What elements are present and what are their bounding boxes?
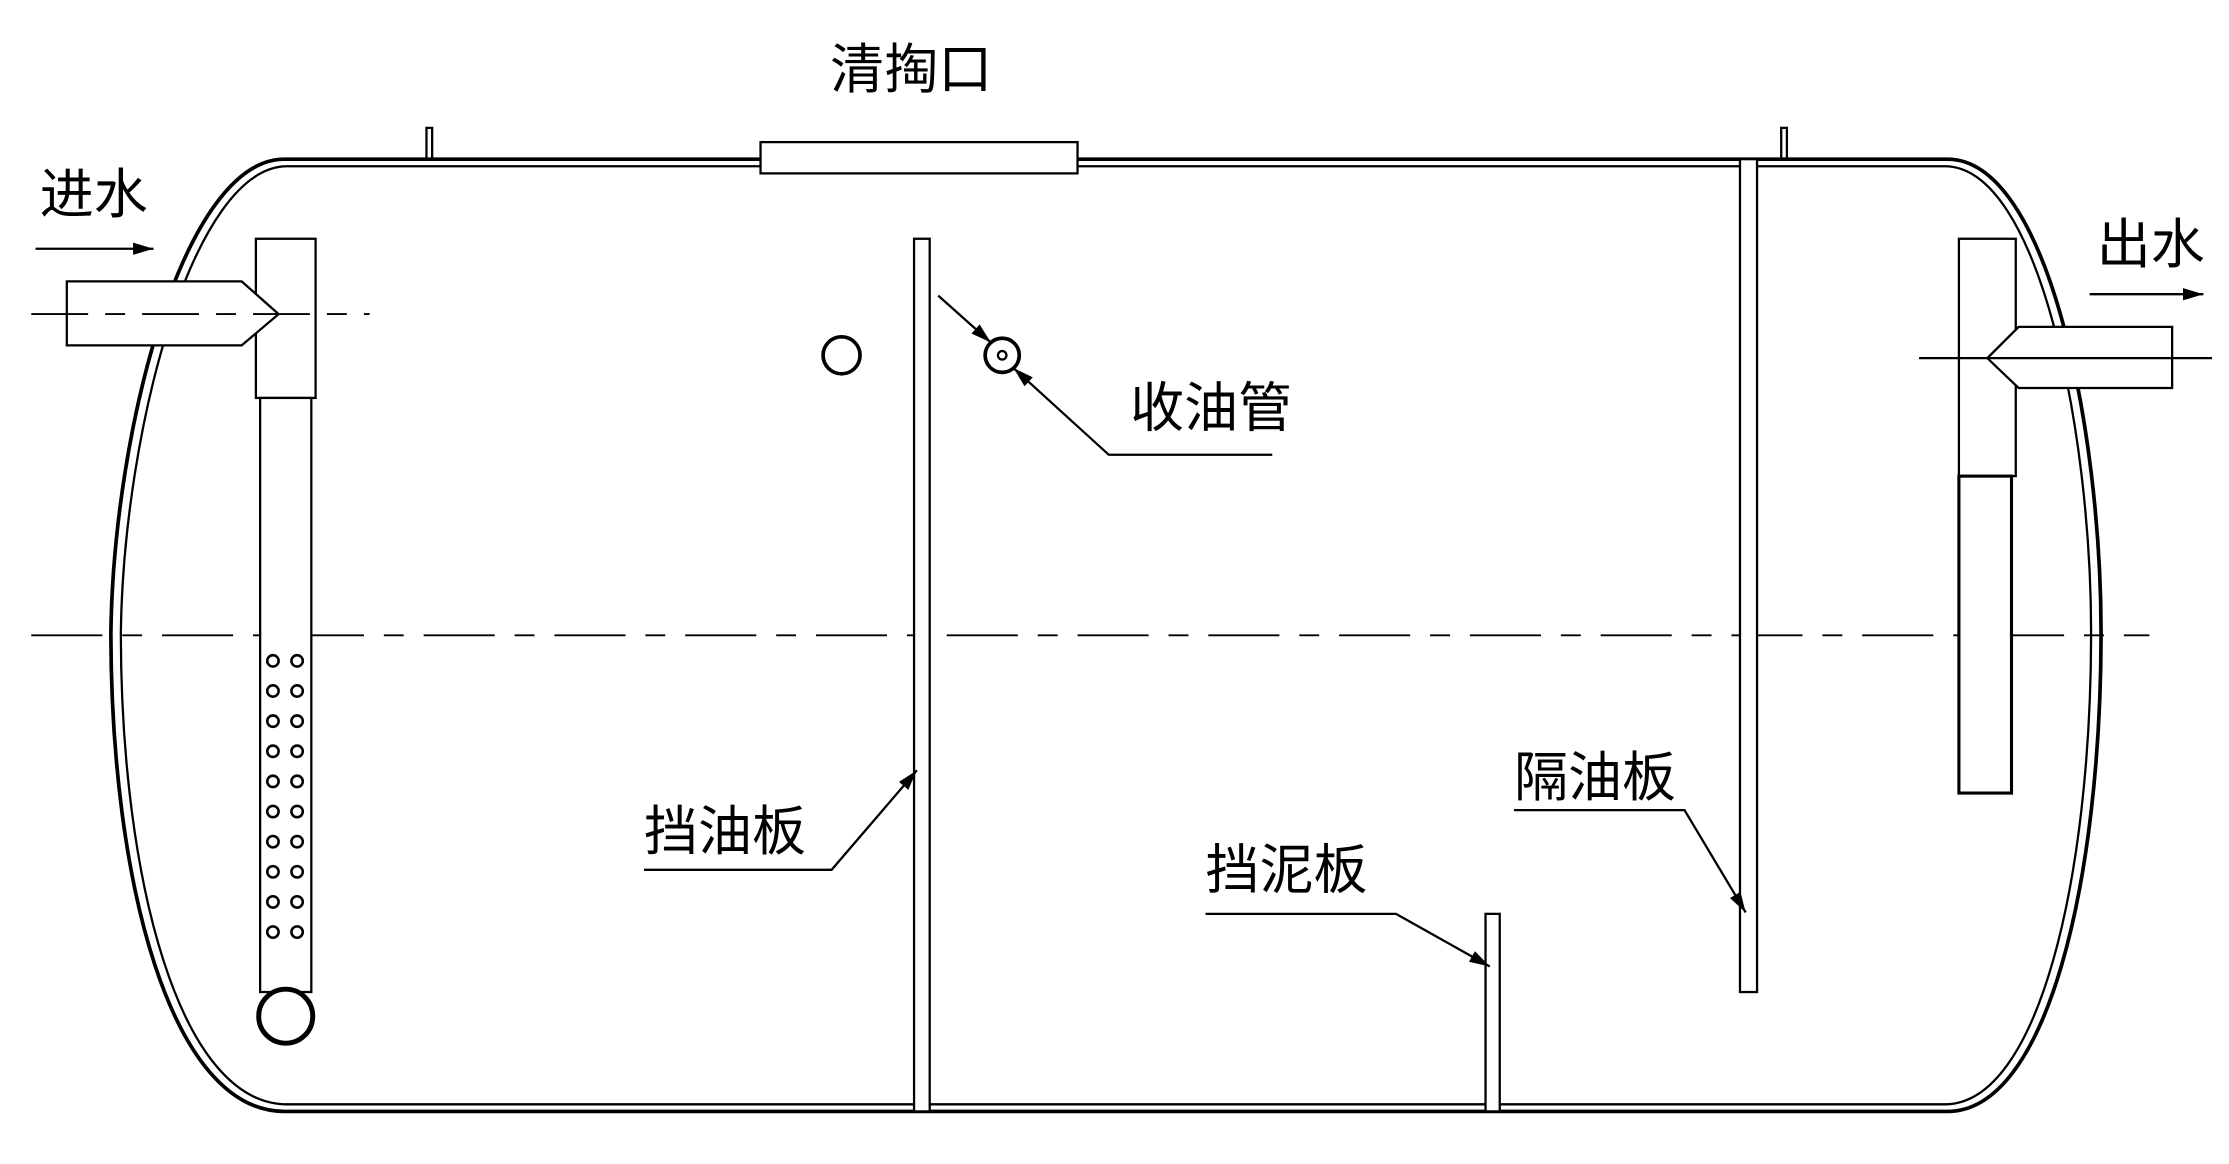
lifting-lug-right bbox=[1780, 126, 1789, 160]
tank-shell bbox=[109, 157, 2103, 1114]
perforation-hole bbox=[265, 834, 280, 849]
perforation-hole bbox=[290, 864, 305, 879]
perforation-hole bbox=[290, 925, 305, 940]
pipe-dim-arrow bbox=[937, 294, 992, 344]
perforation-hole bbox=[290, 684, 305, 698]
oil-collection-pipe-center bbox=[996, 349, 1008, 361]
oil-baffle-label: 挡油板 bbox=[644, 800, 806, 863]
oil-collection-pipe bbox=[983, 336, 1022, 375]
oil-collection-pipe-label: 收油管 bbox=[1130, 376, 1292, 439]
perforation-hole bbox=[290, 774, 305, 789]
perforation-hole bbox=[290, 744, 305, 759]
cleanout-opening bbox=[759, 140, 1079, 175]
pipe-opening-circle bbox=[821, 334, 862, 376]
perforation-hole bbox=[265, 744, 280, 759]
cleanout-label: 清掏口 bbox=[830, 38, 992, 101]
outlet-downpipe bbox=[1957, 474, 2014, 795]
perforation-hole bbox=[265, 774, 280, 789]
perforation-hole bbox=[265, 684, 280, 698]
oil-collection-pipe-leader bbox=[1012, 367, 1273, 456]
oil-separator-plate-label: 隔油板 bbox=[1514, 746, 1676, 809]
perforation-hole bbox=[290, 653, 305, 668]
perforation-hole bbox=[265, 864, 280, 879]
downpipe-outlet-circle bbox=[256, 986, 316, 1046]
perforation-hole bbox=[265, 894, 280, 909]
oil-separator-plate bbox=[1738, 158, 1759, 994]
perforation-hole bbox=[290, 894, 305, 909]
perforations bbox=[265, 653, 305, 940]
inlet-label: 进水 bbox=[40, 163, 148, 226]
perforation-hole bbox=[290, 714, 305, 729]
perforation-hole bbox=[265, 653, 280, 668]
sludge-baffle bbox=[1484, 912, 1501, 1113]
perforation-hole bbox=[265, 925, 280, 940]
lifting-lug-left bbox=[425, 126, 434, 160]
perforation-hole bbox=[290, 804, 305, 819]
oil-baffle bbox=[912, 237, 931, 1113]
perforation-hole bbox=[265, 804, 280, 819]
sludge-baffle-leader bbox=[1205, 912, 1491, 968]
oil-baffle-leader bbox=[643, 769, 918, 871]
oil-separator-plate-leader bbox=[1513, 808, 1747, 914]
outlet-label: 出水 bbox=[2097, 213, 2205, 276]
sludge-baffle-label: 挡泥板 bbox=[1205, 838, 1367, 901]
perforation-hole bbox=[290, 834, 305, 849]
perforation-hole bbox=[265, 714, 280, 729]
